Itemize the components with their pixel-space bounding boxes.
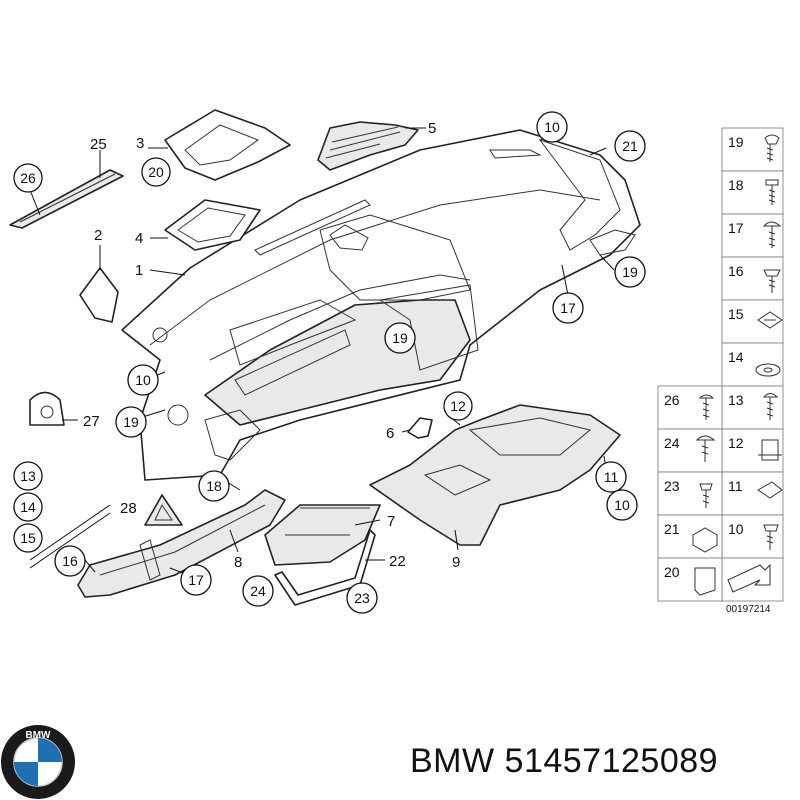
callout-8: 8 [234, 554, 242, 571]
table-item-12: 12 [728, 435, 744, 451]
table-item-19: 19 [728, 134, 744, 150]
table-item-26: 26 [664, 392, 680, 408]
table-item-24: 24 [664, 435, 680, 451]
callout-23: 23 [354, 590, 370, 606]
callout-27: 27 [83, 413, 100, 430]
table-item-18: 18 [728, 177, 744, 193]
callout-22: 22 [389, 553, 406, 570]
warning-triangle-28 [144, 494, 183, 526]
callout-15: 15 [20, 530, 36, 546]
callout-10-bottom: 10 [614, 497, 630, 513]
callout-25: 25 [90, 136, 107, 153]
lower-panel-9 [369, 404, 621, 546]
callout-28: 28 [120, 500, 137, 517]
table-item-14: 14 [728, 349, 744, 365]
diagram-id: 00197214 [726, 604, 771, 615]
grille-strip-25 [9, 169, 124, 229]
part-number: 51457125089 [504, 742, 719, 780]
bmw-logo: BMW [1, 725, 75, 799]
callout-17-right: 17 [560, 300, 576, 316]
callout-5: 5 [428, 120, 436, 137]
leader-lines [29, 127, 615, 576]
clip-icons [692, 394, 718, 596]
callout-24: 24 [250, 583, 266, 599]
callout-19-right: 19 [622, 264, 638, 280]
callout-18: 18 [206, 478, 222, 494]
fastener-table: 19 18 17 16 15 14 13 12 11 10 26 24 23 2… [657, 127, 784, 615]
vent-panel-3 [164, 109, 291, 181]
clip-6 [407, 417, 433, 439]
callout-14: 14 [20, 499, 36, 515]
callout-20: 20 [148, 164, 164, 180]
lower-trim-8 [77, 489, 286, 598]
callout-3: 3 [136, 135, 144, 152]
part-number-label: BMW 51457125089 [410, 742, 718, 781]
callout-10-left: 10 [135, 372, 151, 388]
side-cover-2 [79, 267, 119, 323]
callout-17-bottom: 17 [188, 572, 204, 588]
callout-2: 2 [94, 227, 102, 244]
callout-6: 6 [386, 425, 394, 442]
callout-12: 12 [450, 398, 466, 414]
callout-16: 16 [62, 553, 78, 569]
speaker-grille-5 [317, 121, 419, 171]
callout-9: 9 [452, 554, 460, 571]
glovebox-lid-7 [264, 504, 381, 566]
callout-11: 11 [604, 469, 619, 485]
vent-grille-4 [164, 199, 261, 251]
callout-1: 1 [135, 262, 143, 279]
callout-19-left: 19 [123, 414, 139, 430]
table-item-11: 11 [728, 478, 743, 494]
callout-21: 21 [622, 138, 638, 154]
callout-26: 26 [20, 170, 36, 186]
callout-7: 7 [387, 513, 395, 530]
callout-13: 13 [20, 468, 36, 484]
brand-text: BMW [410, 742, 495, 780]
table-item-20: 20 [664, 564, 680, 580]
svg-text:BMW: BMW [26, 730, 52, 741]
table-item-13: 13 [728, 392, 744, 408]
table-item-23: 23 [664, 478, 680, 494]
bracket-22 [274, 529, 376, 606]
screw-icons [727, 134, 783, 593]
table-item-21: 21 [664, 521, 680, 537]
hazard-button-27 [29, 391, 65, 426]
table-item-15: 15 [728, 306, 744, 322]
callout-10-top: 10 [544, 119, 560, 135]
table-item-16: 16 [728, 263, 744, 279]
callouts: 3 20 25 26 4 1 2 5 10 21 19 17 19 10 19 … [13, 111, 646, 614]
table-item-10: 10 [728, 521, 744, 537]
callout-19-mid: 19 [392, 330, 408, 346]
table-item-17: 17 [728, 220, 744, 236]
callout-4: 4 [135, 230, 143, 247]
